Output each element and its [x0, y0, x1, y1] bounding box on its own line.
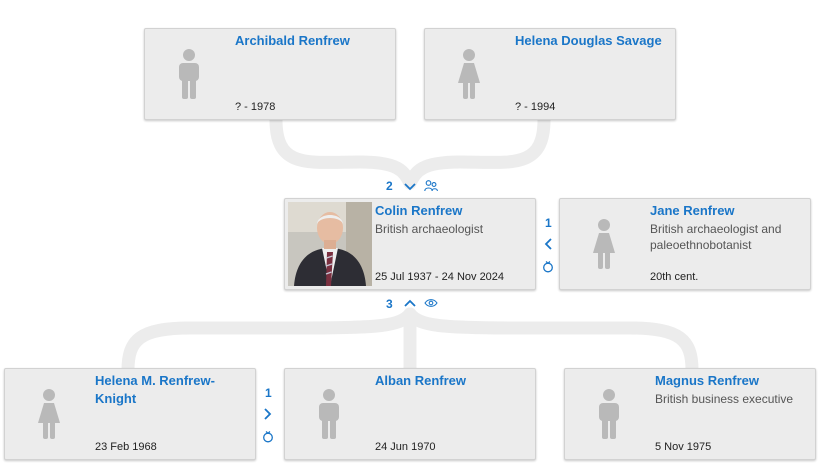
person-name[interactable]: Helena M. Renfrew-Knight [95, 373, 215, 406]
children-count[interactable]: 3 [386, 297, 393, 311]
person-description: British archaeologist [375, 222, 484, 236]
female-silhouette-icon [458, 49, 480, 99]
person-description: British archaeologist and paleoethnobota… [650, 222, 782, 252]
female-silhouette-icon [593, 219, 615, 269]
person-photo [288, 202, 372, 286]
person-card-focus[interactable]: Colin Renfrew British archaeologist 25 J… [284, 198, 536, 290]
person-dates: 25 Jul 1937 - 24 Nov 2024 [375, 271, 505, 283]
siblings-icon[interactable] [424, 180, 438, 192]
person-card-father[interactable]: Archibald Renfrew ? - 1978 [144, 28, 396, 120]
person-dates: ? - 1994 [515, 101, 556, 113]
child-marriages-count[interactable]: 1 [265, 386, 272, 400]
ring-icon [263, 431, 273, 443]
chevron-right-icon[interactable] [263, 407, 273, 421]
person-name[interactable]: Helena Douglas Savage [515, 33, 662, 48]
siblings-count[interactable]: 2 [386, 179, 393, 193]
person-dates: 5 Nov 1975 [655, 441, 712, 453]
person-card-spouse[interactable]: Jane Renfrew British archaeologist and p… [559, 198, 811, 290]
person-name[interactable]: Colin Renfrew [375, 203, 463, 218]
male-silhouette-icon [599, 389, 619, 439]
person-name[interactable]: Magnus Renfrew [655, 373, 760, 388]
chevron-down-icon[interactable] [403, 182, 417, 192]
person-dates: 24 Jun 1970 [375, 441, 436, 453]
person-card-mother[interactable]: Helena Douglas Savage ? - 1994 [424, 28, 676, 120]
male-silhouette-icon [179, 49, 199, 99]
person-dates: 20th cent. [650, 271, 699, 283]
spouse-marriages-count[interactable]: 1 [545, 216, 552, 230]
female-silhouette-icon [38, 389, 60, 439]
person-name[interactable]: Archibald Renfrew [235, 33, 350, 48]
chevron-left-icon[interactable] [543, 237, 553, 251]
person-card-child[interactable]: Helena M. Renfrew-Knight 23 Feb 1968 [4, 368, 256, 460]
person-card-child[interactable]: Magnus Renfrew British business executiv… [564, 368, 816, 460]
person-dates: ? - 1978 [235, 101, 276, 113]
male-silhouette-icon [319, 389, 339, 439]
ring-icon [543, 261, 553, 273]
person-card-child[interactable]: Alban Renfrew 24 Jun 1970 [284, 368, 536, 460]
person-description: British business executive [655, 392, 794, 406]
chevron-up-icon[interactable] [403, 298, 417, 308]
person-name[interactable]: Alban Renfrew [375, 373, 467, 388]
person-name[interactable]: Jane Renfrew [650, 203, 735, 218]
eye-icon[interactable] [424, 298, 438, 308]
person-dates: 23 Feb 1968 [95, 441, 157, 453]
